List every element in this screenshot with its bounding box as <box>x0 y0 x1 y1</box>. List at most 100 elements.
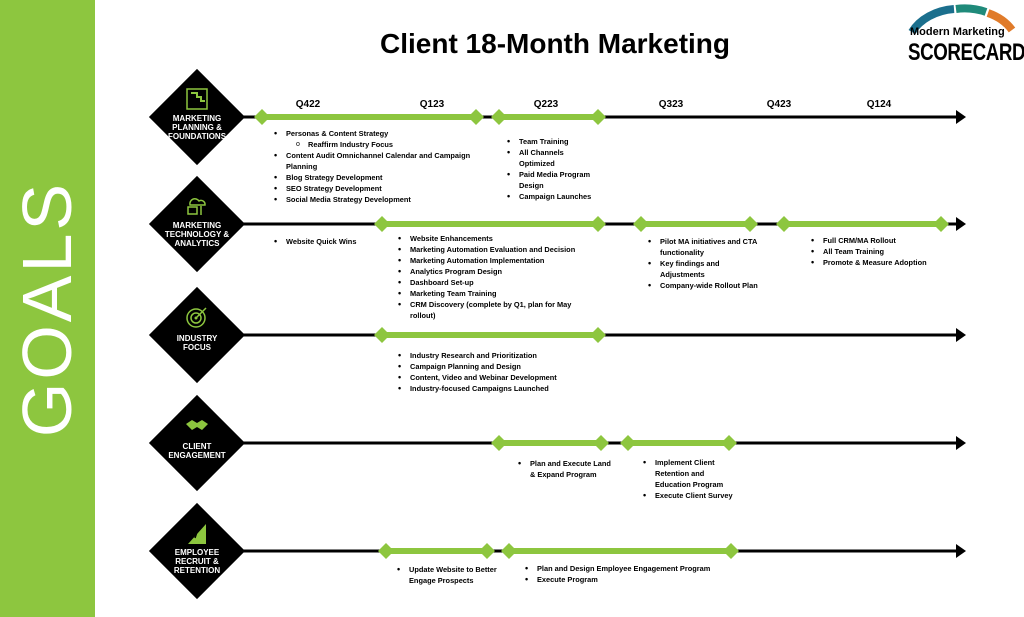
activity-item: CRM Discovery (complete by Q1, plan for … <box>398 299 598 321</box>
milestone-marker <box>479 543 495 559</box>
timeline-arrow-icon <box>956 328 966 342</box>
goal-label-line: INDUSTRY <box>176 334 218 343</box>
scorecard-logo: Modern Marketing SCORECARD <box>904 4 1024 70</box>
activity-item: Website Quick Wins <box>274 236 384 247</box>
activity-item: Analytics Program Design <box>398 266 598 277</box>
activity-item: Paid Media Program Design <box>507 169 592 191</box>
milestone-marker <box>378 543 394 559</box>
activity-item: SEO Strategy Development <box>274 183 484 194</box>
milestone-marker <box>501 543 517 559</box>
milestone-marker <box>590 327 606 343</box>
milestone-marker <box>721 435 737 451</box>
goal-label-line: FOCUS <box>183 343 211 352</box>
activity-list: Plan and Execute Land & Expand Program <box>518 458 613 480</box>
milestone-marker <box>590 109 606 125</box>
target-icon <box>186 307 207 328</box>
goal-label-line: PLANNING & <box>172 123 222 132</box>
goal-label-line: MARKETING <box>172 221 222 230</box>
activity-item: Full CRM/MA Rollout <box>811 235 931 246</box>
activity-item: Campaign Launches <box>507 191 592 202</box>
milestone-marker <box>254 109 270 125</box>
activity-item: Update Website to Better Engage Prospect… <box>397 564 497 586</box>
milestone-marker <box>491 435 507 451</box>
goal-label-line: ENGAGEMENT <box>168 451 226 460</box>
activity-item: Pilot MA initiatives and CTA functionali… <box>648 236 758 258</box>
goals-sidebar: GOALS <box>0 0 95 617</box>
activity-item: Campaign Planning and Design <box>398 361 568 372</box>
activity-item: Team Training <box>507 136 592 147</box>
activity-item: Industry-focused Campaigns Launched <box>398 383 568 394</box>
activity-item: Company-wide Rollout Plan <box>648 280 758 291</box>
goal-label-line: RECRUIT & <box>175 557 219 566</box>
activity-item: Plan and Execute Land & Expand Program <box>518 458 613 480</box>
logo-line1: Modern Marketing <box>910 26 1005 38</box>
milestone-marker <box>933 216 949 232</box>
milestone-marker <box>491 109 507 125</box>
milestone-marker <box>374 216 390 232</box>
activity-item: Marketing Automation Evaluation and Deci… <box>398 244 598 255</box>
milestone-marker <box>590 216 606 232</box>
activity-item: Execute Program <box>525 574 715 585</box>
activity-item: Blog Strategy Development <box>274 172 484 183</box>
milestone-marker <box>593 435 609 451</box>
activity-list: Website Quick Wins <box>274 236 384 247</box>
activity-item: Industry Research and Prioritization <box>398 350 568 361</box>
milestone-marker <box>374 327 390 343</box>
milestone-marker <box>776 216 792 232</box>
activity-item: Plan and Design Employee Engagement Prog… <box>525 563 715 574</box>
activity-item: Reaffirm Industry Focus <box>274 139 484 150</box>
activity-item: Promote & Measure Adoption <box>811 257 931 268</box>
activity-item: Implement Client Retention and Education… <box>643 457 738 490</box>
activity-list: Personas & Content StrategyReaffirm Indu… <box>274 128 484 205</box>
logo-line2: SCORECARD <box>908 39 1024 66</box>
activity-list: Plan and Design Employee Engagement Prog… <box>525 563 715 585</box>
quarter-label: Q323 <box>658 99 684 110</box>
planning-chart-icon <box>186 88 208 110</box>
activity-item: All Channels Optimized <box>507 147 592 169</box>
activity-item: Execute Client Survey <box>643 490 738 501</box>
activity-item: Social Media Strategy Development <box>274 194 484 205</box>
milestone-marker <box>723 543 739 559</box>
quarter-label: Q223 <box>533 99 559 110</box>
activity-item: Content, Video and Webinar Development <box>398 372 568 383</box>
logo-arc-icon <box>908 4 1016 34</box>
climber-icon <box>188 524 206 544</box>
milestone-marker <box>633 216 649 232</box>
timeline-arrow-icon <box>956 110 966 124</box>
activity-item: Marketing Team Training <box>398 288 598 299</box>
activity-list: Update Website to Better Engage Prospect… <box>397 564 497 586</box>
milestone-marker <box>468 109 484 125</box>
activity-item: Website Enhancements <box>398 233 598 244</box>
activity-item: Dashboard Set-up <box>398 277 598 288</box>
timeline-arrow-icon <box>956 436 966 450</box>
goal-label-line: EMPLOYEE <box>174 548 220 557</box>
goal-label-line: RETENTION <box>173 566 221 575</box>
milestone-marker <box>620 435 636 451</box>
activity-item: Key findings and Adjustments <box>648 258 758 280</box>
goal-label-line: FOUNDATIONS <box>167 132 227 141</box>
goal-label-line: MARKETING <box>172 114 222 123</box>
activity-list: Industry Research and PrioritizationCamp… <box>398 350 568 394</box>
goal-label-line: TECHNOLOGY & <box>164 230 230 239</box>
activity-item: Content Audit Omnichannel Calendar and C… <box>274 150 484 172</box>
handshake-icon <box>186 420 208 430</box>
activity-list: Website EnhancementsMarketing Automation… <box>398 233 598 321</box>
goal-label-line: CLIENT <box>182 442 212 451</box>
activity-list: Team TrainingAll Channels OptimizedPaid … <box>507 136 592 202</box>
activity-item: Personas & Content Strategy <box>274 128 484 139</box>
quarter-label: Q124 <box>866 99 892 110</box>
milestone-marker <box>742 216 758 232</box>
quarter-label: Q422 <box>295 99 321 110</box>
timeline-arrow-icon <box>956 544 966 558</box>
page-title: Client 18-Month Marketing <box>380 28 731 59</box>
activity-list: Full CRM/MA RolloutAll Team TrainingProm… <box>811 235 931 268</box>
quarter-label: Q423 <box>766 99 792 110</box>
activity-item: All Team Training <box>811 246 931 257</box>
activity-list: Pilot MA initiatives and CTA functionali… <box>648 236 758 291</box>
